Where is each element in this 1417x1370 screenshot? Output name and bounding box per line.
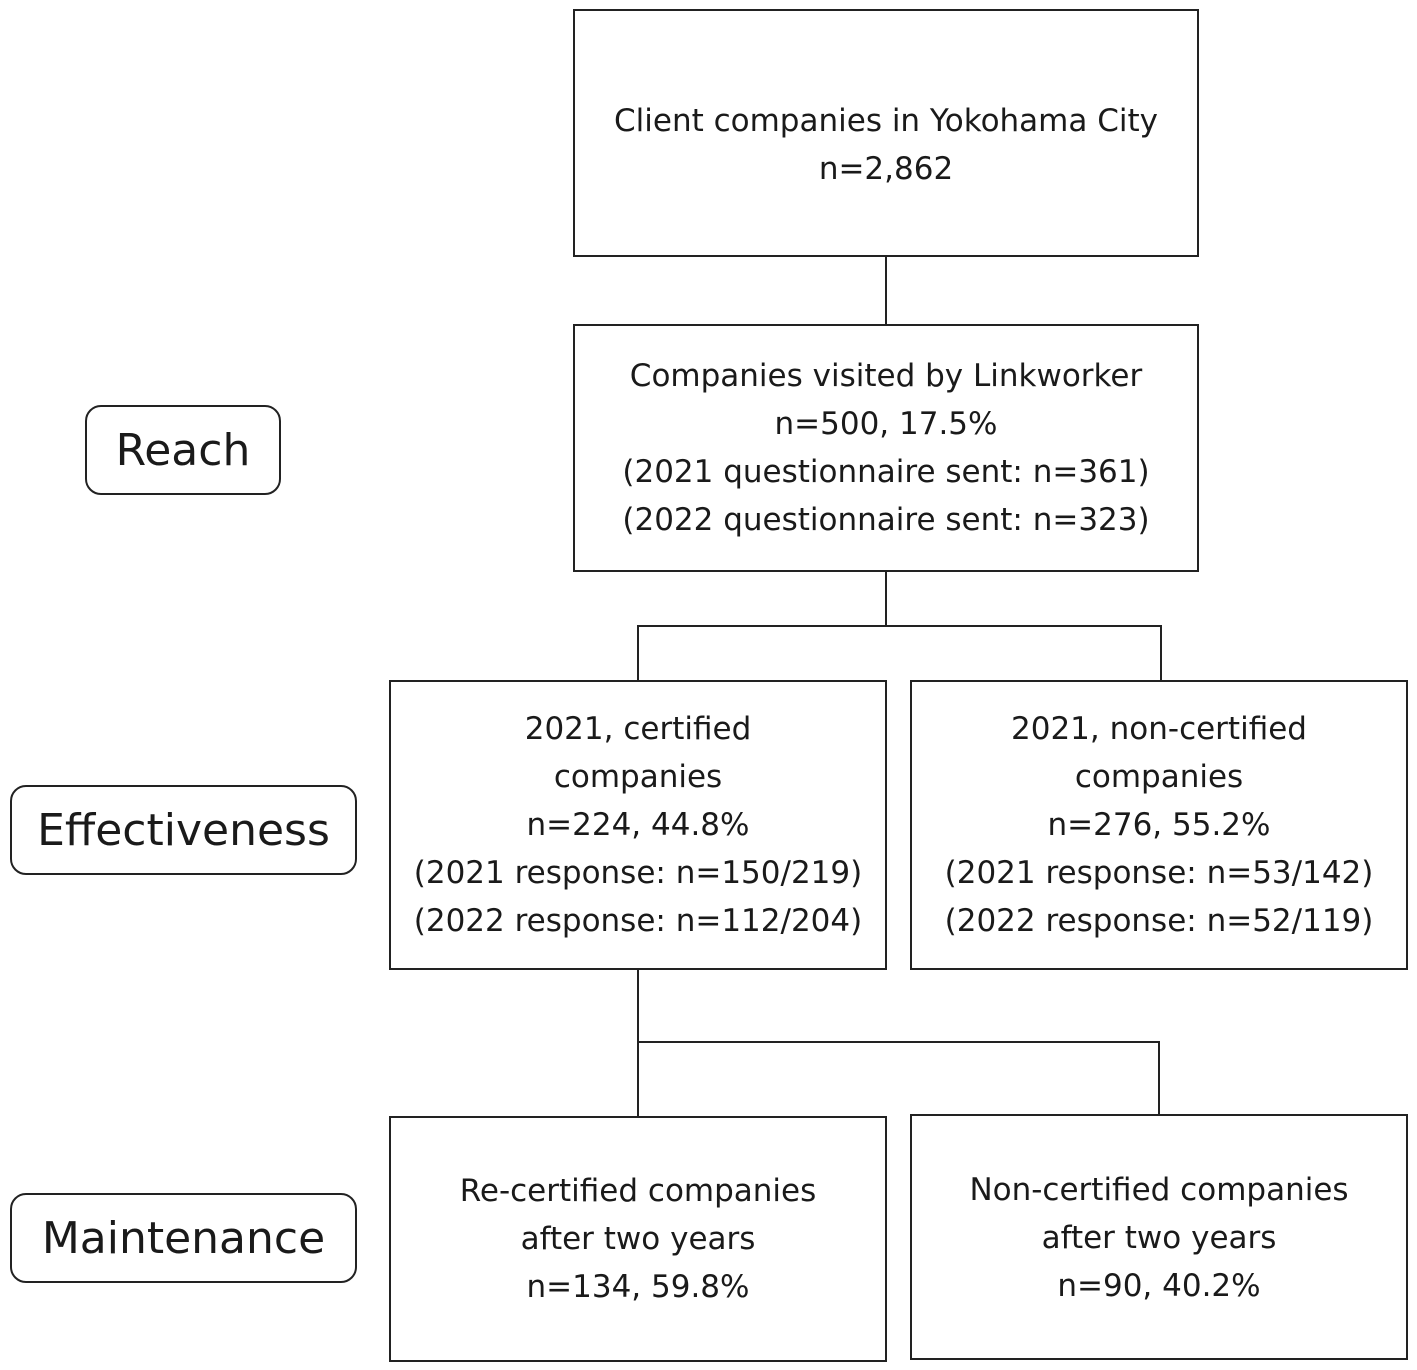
connector-clients-to-visited — [885, 256, 887, 325]
box-certified-2021-line-2: companies — [553, 759, 723, 795]
box-companies-visited: Companies visited by Linkworker n=500, 1… — [573, 324, 1199, 572]
box-recertified-line-2: after two years — [520, 1221, 756, 1257]
connector-visited-down — [885, 571, 887, 626]
stage-label-reach: Reach — [85, 405, 281, 495]
connector-to-noncertified — [1160, 625, 1162, 681]
connector-maintenance-horizontal — [637, 1041, 1160, 1043]
box-nonrecertified: Non-certified companies after two years … — [910, 1114, 1408, 1360]
box-certified-2021-line-3: n=224, 44.8% — [526, 807, 750, 843]
box-certified-2021-line-4: (2021 response: n=150/219) — [413, 855, 863, 891]
box-client-companies-line-1: Client companies in Yokohama City — [614, 103, 1158, 139]
box-noncertified-2021-line-3: n=276, 55.2% — [1047, 807, 1271, 843]
stage-label-effectiveness-text: Effectiveness — [37, 804, 330, 856]
box-certified-2021-line-1: 2021, certified — [524, 711, 752, 747]
box-certified-2021: 2021, certified companies n=224, 44.8% (… — [389, 680, 887, 970]
stage-label-maintenance-text: Maintenance — [41, 1212, 326, 1264]
box-client-companies: Client companies in Yokohama City n=2,86… — [573, 9, 1199, 257]
box-client-companies-line-2: n=2,862 — [818, 151, 954, 187]
box-certified-2021-line-5: (2022 response: n=112/204) — [413, 903, 863, 939]
stage-label-maintenance: Maintenance — [10, 1193, 357, 1283]
box-companies-visited-line-4: (2022 questionnaire sent: n=323) — [622, 502, 1150, 538]
box-companies-visited-line-1: Companies visited by Linkworker — [629, 358, 1143, 394]
connector-to-nonrecertified — [1158, 1041, 1160, 1115]
box-recertified-line-1: Re-certified companies — [459, 1173, 817, 1209]
box-companies-visited-line-2: n=500, 17.5% — [774, 406, 998, 442]
box-noncertified-2021-line-2: companies — [1074, 759, 1244, 795]
box-recertified-line-3: n=134, 59.8% — [526, 1269, 750, 1305]
stage-label-effectiveness: Effectiveness — [10, 785, 357, 875]
box-noncertified-2021-line-5: (2022 response: n=52/119) — [944, 903, 1374, 939]
connector-certified-down — [637, 969, 639, 1117]
box-noncertified-2021-line-1: 2021, non-certified — [1011, 711, 1307, 747]
box-nonrecertified-line-2: after two years — [1041, 1220, 1277, 1256]
connector-to-certified — [637, 625, 639, 681]
box-recertified: Re-certified companies after two years n… — [389, 1116, 887, 1362]
connector-split-horizontal — [637, 625, 1162, 627]
box-nonrecertified-line-1: Non-certified companies — [969, 1172, 1349, 1208]
box-noncertified-2021: 2021, non-certified companies n=276, 55.… — [910, 680, 1408, 970]
box-nonrecertified-line-3: n=90, 40.2% — [1057, 1268, 1261, 1304]
box-companies-visited-line-3: (2021 questionnaire sent: n=361) — [622, 454, 1150, 490]
box-noncertified-2021-line-4: (2021 response: n=53/142) — [944, 855, 1374, 891]
stage-label-reach-text: Reach — [115, 424, 251, 476]
